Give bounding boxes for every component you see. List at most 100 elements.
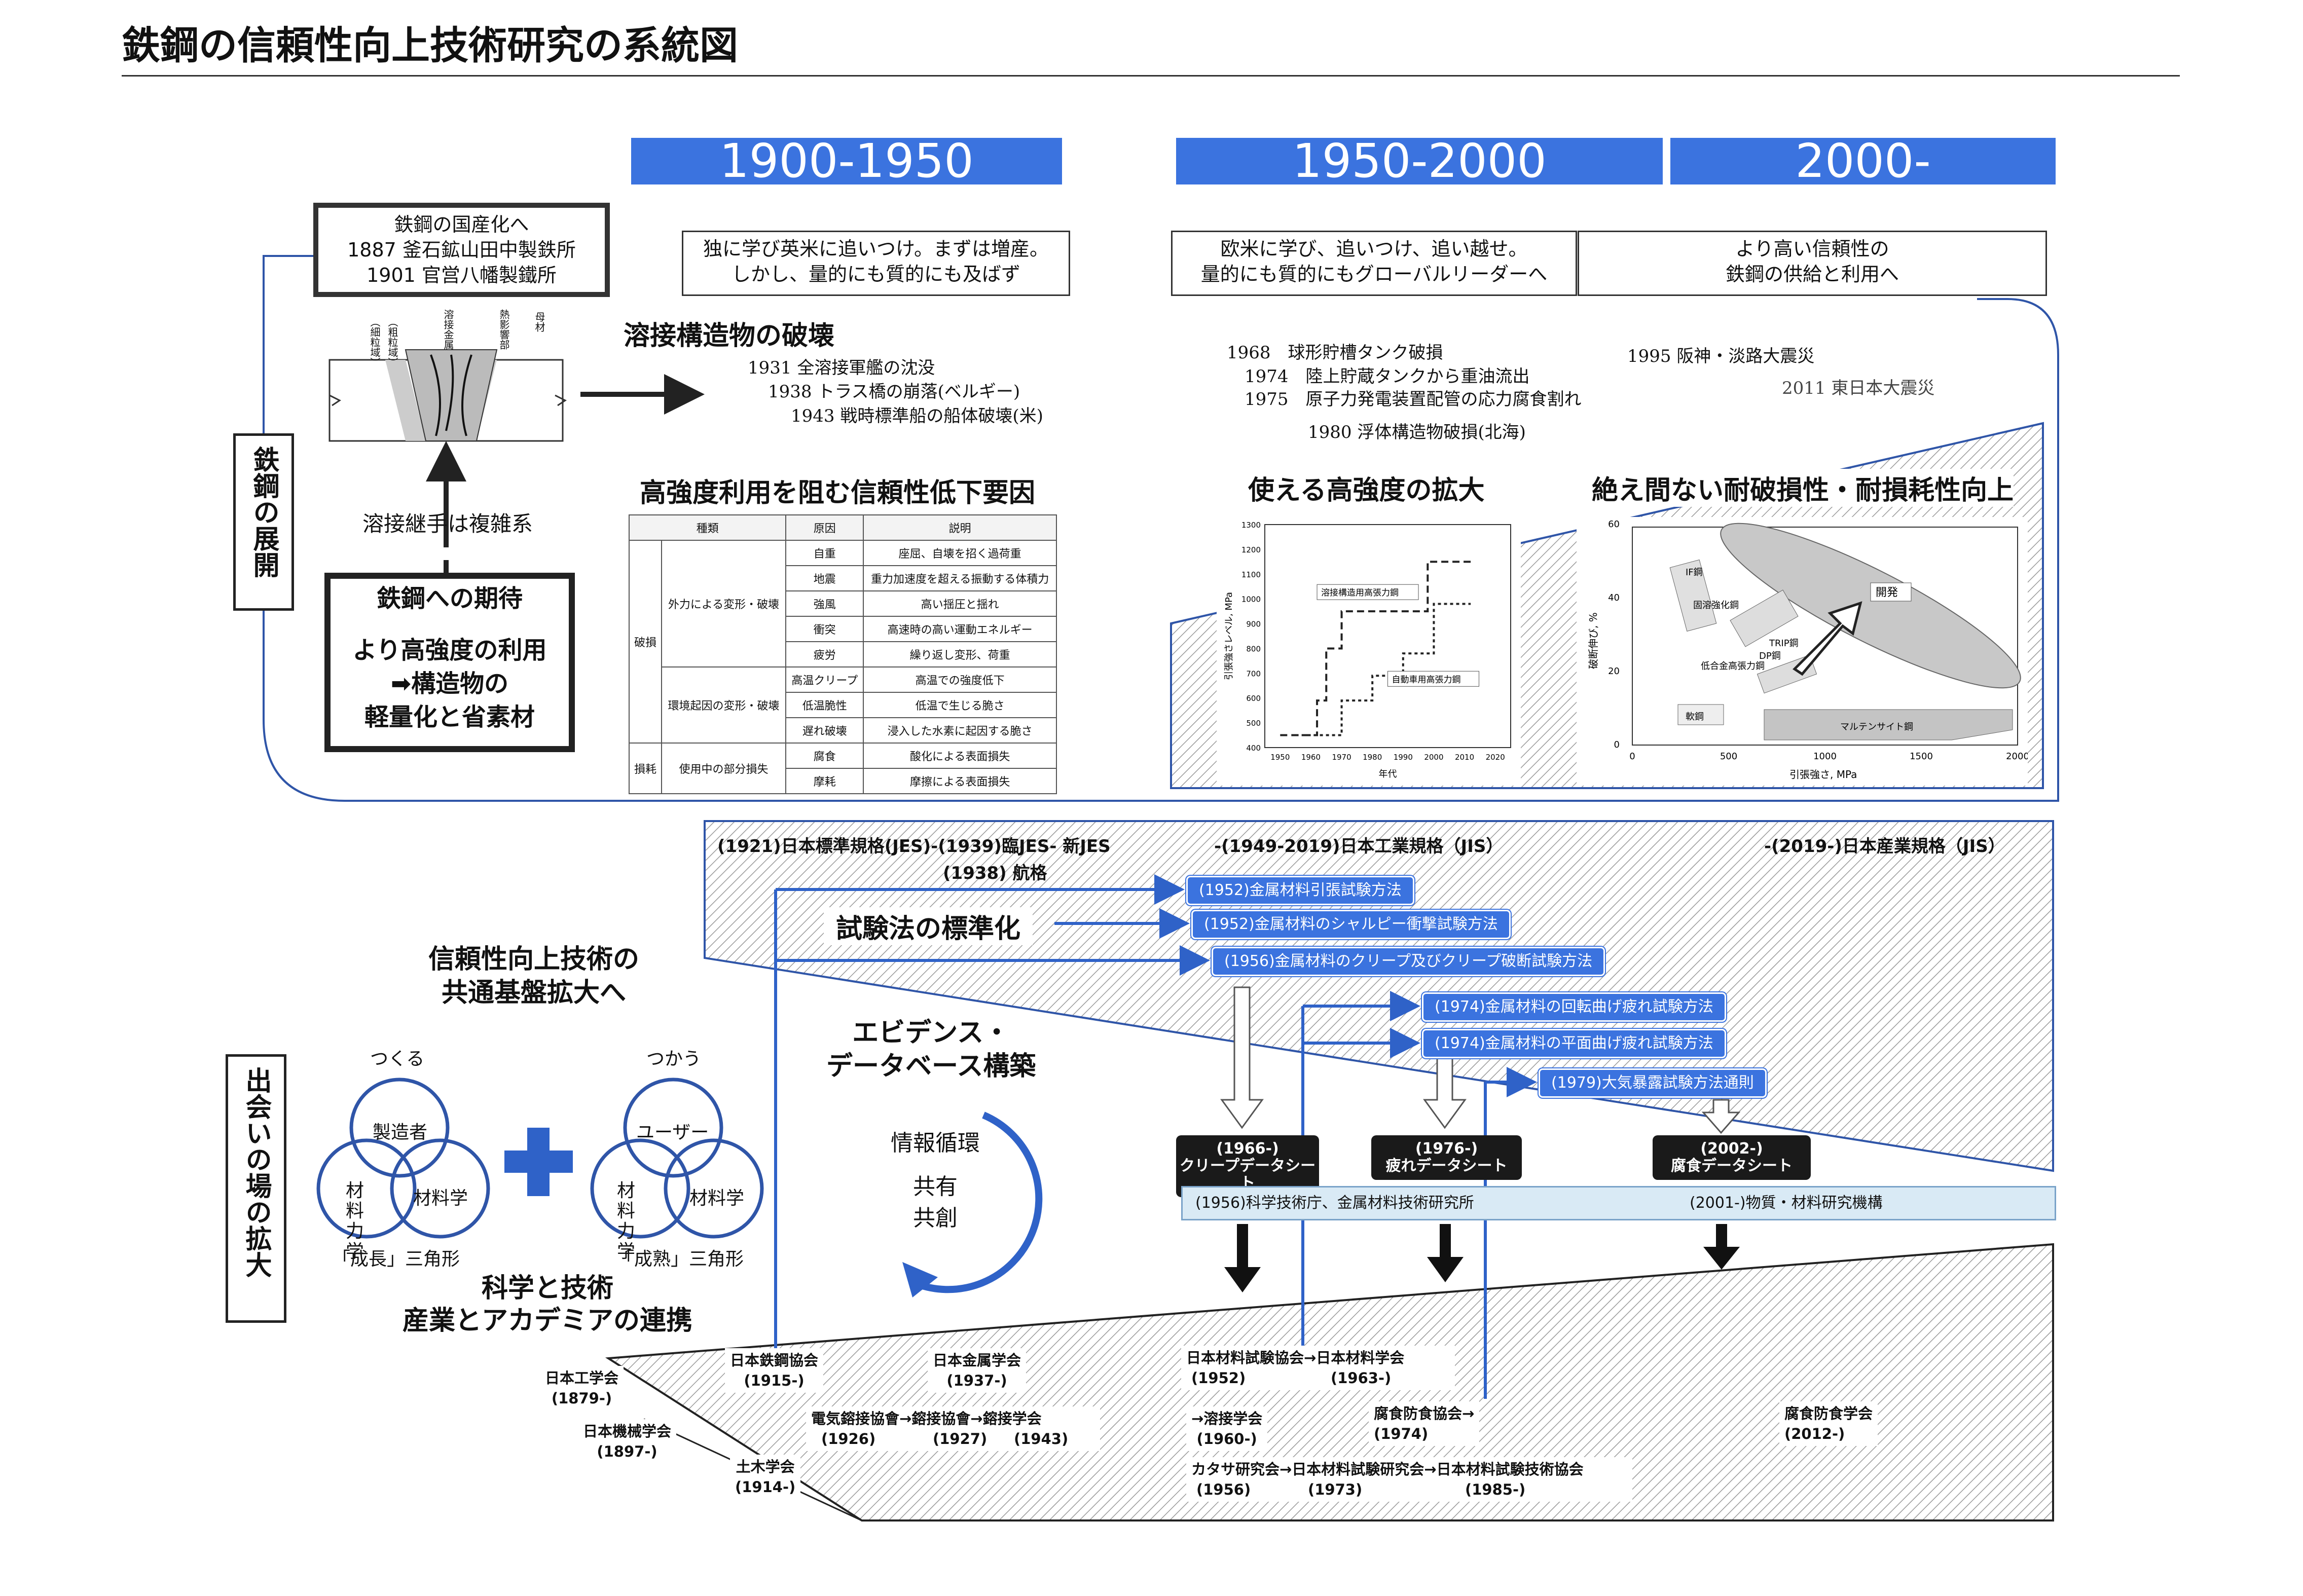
goal-line: 欧米に学び、追いつけ、追い越せ。 — [1220, 238, 1528, 260]
y-tick-label: 900 — [1246, 620, 1261, 629]
table-cell: 重力加速度を超える振動する体積力 — [863, 565, 1057, 591]
table-row: 損耗使用中の部分損失腐食酸化による表面損失 — [629, 743, 1057, 794]
table-row: 摩耗摩擦による表面損失 — [629, 768, 1057, 794]
steel-label: 軟鋼 — [1686, 712, 1704, 722]
society-jtest: カタサ研究会→日本材料試験研究会→日本材料試験技術協会 (1956) (1973… — [1186, 1457, 1632, 1502]
table-cell: 衝突 — [785, 616, 864, 642]
section-label-text: 出会いの場の拡大 — [241, 1067, 271, 1278]
standard-history: -(2019-)日本産業規格（JIS） — [1764, 836, 2005, 857]
tough-xtick: 0 — [1629, 751, 1635, 762]
failure-event: 1938 トラス橋の崩落(ベルギー) — [768, 382, 1020, 402]
table-cell: 遅れ破壊 — [785, 717, 864, 744]
era-goal-1950: 欧米に学び、追いつけ、追い越せ。 量的にも質的にもグローバルリーダーへ — [1171, 231, 1577, 296]
table-header: 原因 — [785, 514, 864, 541]
weld-label: （粗粒域） — [386, 317, 398, 367]
disaster-event: 2011 東日本大震災 — [1782, 378, 1935, 398]
failure-event: 1968 球形貯槽タンク破損 — [1227, 343, 1443, 363]
standard-history: -(1949-2019)日本工業規格（JIS） — [1214, 836, 1504, 857]
disaster-event: 1995 阪神・淡路大震災 — [1627, 346, 1815, 366]
y-tick-label: 1200 — [1241, 545, 1261, 554]
society-year: (1937-) — [946, 1372, 1007, 1389]
info-cycle: 情報循環 共有 共創 — [872, 1128, 999, 1234]
sheet-year: (1966-) — [1216, 1140, 1279, 1158]
venn-label: 材料力学 — [616, 1180, 635, 1262]
y-tick-label: 1000 — [1241, 595, 1261, 604]
failure-event: 1931 全溶接軍艦の沈没 — [748, 358, 935, 378]
table-cell: 摩耗 — [785, 768, 864, 794]
standard-history: (1938) 航格 — [943, 863, 1047, 883]
tough-xtick: 1000 — [1813, 751, 1837, 762]
standard-method: (1974)金属材料の平面曲げ疲れ試験方法 — [1422, 1029, 1726, 1058]
table-cell: 低温で生じる脆さ — [863, 692, 1057, 718]
y-tick-label: 700 — [1246, 669, 1261, 678]
common-base-line: 共通基盤拡大へ — [442, 978, 627, 1008]
origin-line: 1887 釜石鉱山田中製鉄所 — [347, 239, 576, 261]
society-year: (1879-) — [551, 1390, 612, 1407]
steel-label: IF鋼 — [1686, 567, 1703, 578]
tough-xtick: 500 — [1720, 751, 1737, 762]
expectation-line: ➡構造物の — [390, 670, 509, 698]
institute-label: (1956)科学技術庁、金属材料技術研究所 — [1195, 1194, 1474, 1212]
steel-label: マルテンサイト鋼 — [1840, 722, 1913, 732]
table-row: 強風高い揺圧と揺れ — [629, 590, 1057, 617]
x-tick-label: 1990 — [1394, 753, 1413, 762]
tough-xlabel: 引張強さ, MPa — [1789, 768, 1857, 781]
era-goal-2000: より高い信頼性の 鉄鋼の供給と利用へ — [1578, 231, 2047, 296]
series-label: 溶接構造用高張力鋼 — [1321, 588, 1399, 598]
society-year: (1943) — [1014, 1430, 1069, 1447]
table-row: 破損外力による変形・破壊自重座屈、自壊を招く過荷重 — [629, 540, 1057, 744]
table-cell: 疲労 — [785, 641, 864, 667]
welded-failures-heading: 溶接構造物の破壊 — [624, 321, 835, 351]
table-cell: 摩擦による表面損失 — [863, 768, 1057, 794]
cycle-icon — [911, 1111, 1043, 1293]
x-axis-label: 年代 — [1379, 769, 1397, 780]
society-year: (1974) — [1374, 1425, 1429, 1442]
sheet-year: (1976-) — [1415, 1140, 1478, 1158]
sci-tech-line: 科学と技術 — [481, 1273, 613, 1304]
high-strength-heading: 使える高強度の拡大 — [1248, 469, 1485, 507]
tough-ytick: 20 — [1608, 666, 1620, 677]
era-header-1900: 1900-1950 — [631, 138, 1062, 184]
society-jscp: 腐食防食学会(2012-) — [1779, 1401, 1878, 1446]
origin-line: 1901 官営八幡製鐵所 — [367, 264, 557, 286]
failure-event: 1980 浮体構造物破損(北海) — [1308, 422, 1526, 442]
era-header-1950: 1950-2000 — [1176, 138, 1663, 184]
y-axis-label: 引張強さレベル, MPa — [1224, 592, 1234, 680]
origin-box: 鉄鋼の国産化へ 1887 釜石鉱山田中製鉄所 1901 官営八幡製鐵所 — [313, 203, 610, 297]
common-base: 信頼性向上技術の 共通基盤拡大へ — [428, 943, 639, 1010]
weld-joint-note: 溶接継手は複雑系 — [362, 511, 533, 536]
society-jsme: 日本機械学会 (1897-) — [578, 1419, 677, 1464]
table-cell: 座屈、自壊を招く過荷重 — [863, 540, 1057, 566]
society-welding: 電気鎔接協會→鎔接協會→鎔接学会 (1926) (1927) (1943) — [806, 1406, 1100, 1451]
table-cell: 高速時の高い運動エネルギー — [863, 616, 1057, 642]
x-tick-label: 2020 — [1486, 753, 1505, 762]
tough-ytick: 40 — [1608, 592, 1620, 603]
plot-frame — [1264, 524, 1511, 748]
steel-label: DP鋼 — [1759, 651, 1781, 661]
era-header-2000: 2000- — [1670, 138, 2056, 184]
society-jim: 日本金属学会(1937-) — [928, 1348, 1027, 1393]
era-goal-1900: 独に学び英米に追いつけ。まずは増産。 しかし、量的にも質的にも及ばず — [682, 231, 1070, 296]
society-year: (1952) — [1191, 1369, 1246, 1387]
title-divider — [122, 75, 2180, 77]
society-year: (1914-) — [735, 1478, 796, 1496]
weld-label: 母材 — [533, 312, 545, 332]
table-row: 衝突高速時の高い運動エネルギー — [629, 616, 1057, 642]
table-cell: 使用中の部分損失 — [661, 743, 787, 794]
y-tick-label: 1300 — [1241, 521, 1261, 530]
society-name: 日本機械学会 — [583, 1423, 672, 1440]
society-year: (1985-) — [1465, 1481, 1526, 1498]
weld-label: 溶接金属 — [442, 309, 454, 350]
society-year: (1897-) — [597, 1443, 657, 1460]
tough-xtick: 1500 — [1910, 751, 1933, 762]
triangle-caption: 「成熟」三角形 — [616, 1249, 744, 1270]
development-frame — [263, 255, 2059, 802]
x-tick-label: 2010 — [1455, 753, 1474, 762]
factor-table: 種類原因説明 破損外力による変形・破壊自重座屈、自壊を招く過荷重 地震重力加速度… — [628, 514, 1057, 794]
society-name: 土木学会 — [736, 1458, 795, 1475]
expectation-line: 軽量化と省素材 — [364, 703, 535, 731]
society-corrosion: 腐食防食協会→(1974) — [1369, 1401, 1480, 1446]
table-row: 地震重力加速度を超える振動する体積力 — [629, 565, 1057, 591]
society-name: →溶接学会 — [1191, 1410, 1263, 1427]
goal-line: 独に学び英米に追いつけ。まずは増産。 — [703, 238, 1049, 260]
